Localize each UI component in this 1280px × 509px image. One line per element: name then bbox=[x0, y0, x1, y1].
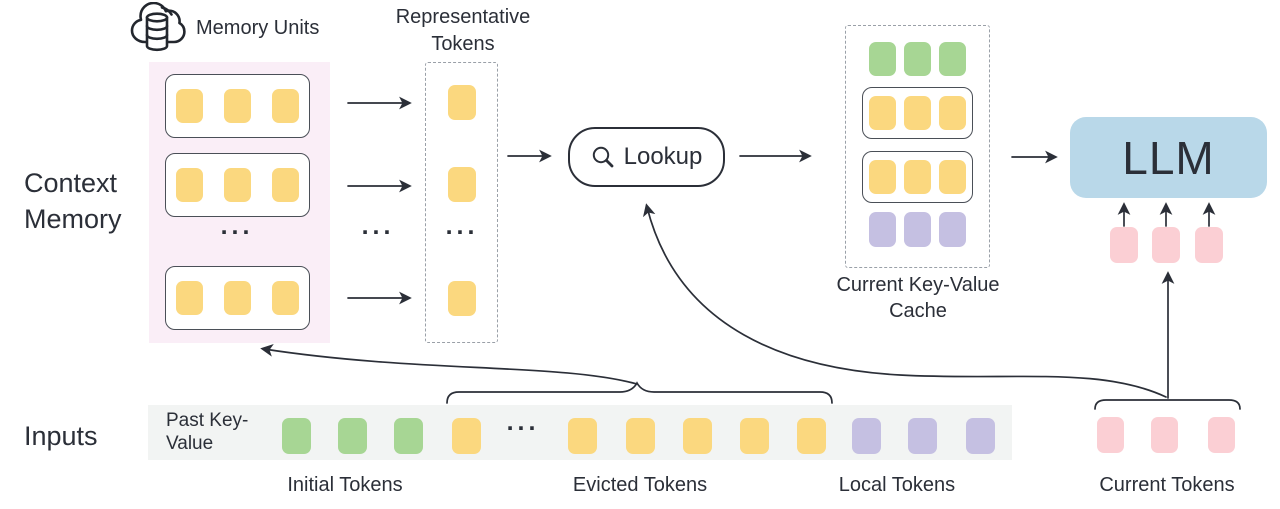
memory-unit-row bbox=[165, 74, 310, 138]
token-purple bbox=[852, 418, 881, 454]
token-green bbox=[282, 418, 311, 454]
token-pink bbox=[1195, 227, 1223, 263]
memory-unit-row bbox=[165, 153, 310, 217]
llm-box: LLM bbox=[1070, 117, 1267, 198]
token-yellow bbox=[683, 418, 712, 454]
token-pink bbox=[1110, 227, 1138, 263]
token-yellow bbox=[939, 96, 966, 130]
current-tokens-label: Current Tokens bbox=[1099, 474, 1235, 496]
lookup-label: Lookup bbox=[623, 143, 703, 170]
representative-ellipsis: ... bbox=[445, 212, 479, 240]
token-yellow bbox=[176, 89, 203, 123]
cache-row-green bbox=[862, 42, 973, 76]
token-yellow bbox=[939, 160, 966, 194]
token-yellow bbox=[448, 85, 476, 120]
token-yellow bbox=[626, 418, 655, 454]
token-yellow bbox=[869, 160, 896, 194]
local-tokens-label: Local Tokens bbox=[838, 474, 956, 496]
cache-row-purple bbox=[862, 212, 973, 247]
token-yellow bbox=[869, 96, 896, 130]
token-green bbox=[394, 418, 423, 454]
token-pink bbox=[1097, 417, 1124, 453]
lookup-button: Lookup bbox=[568, 127, 725, 187]
token-pink bbox=[1208, 417, 1235, 453]
token-yellow bbox=[904, 96, 931, 130]
past-key-value-label: Past Key-Value bbox=[166, 410, 249, 454]
token-yellow bbox=[176, 168, 203, 202]
token-pink bbox=[1151, 417, 1178, 453]
inputs-label: Inputs bbox=[24, 421, 98, 451]
token-purple bbox=[908, 418, 937, 454]
memory-unit-row bbox=[165, 266, 310, 330]
token-purple bbox=[904, 212, 931, 247]
strip-ellipsis: ... bbox=[506, 408, 540, 436]
cloud-database-icon bbox=[128, 1, 188, 56]
token-yellow bbox=[176, 281, 203, 315]
cache-row-yellow-boxed bbox=[862, 151, 973, 203]
token-green bbox=[939, 42, 966, 76]
token-purple bbox=[966, 418, 995, 454]
token-yellow bbox=[448, 167, 476, 202]
arrows-ellipsis: ... bbox=[361, 212, 395, 240]
token-yellow bbox=[452, 418, 481, 454]
llm-label: LLM bbox=[1122, 131, 1215, 184]
token-yellow bbox=[797, 418, 826, 454]
token-yellow bbox=[272, 89, 299, 123]
initial-tokens-label: Initial Tokens bbox=[287, 474, 403, 496]
token-yellow bbox=[224, 281, 251, 315]
cache-row-yellow-boxed bbox=[862, 87, 973, 139]
memory-units-label: Memory Units bbox=[196, 17, 320, 39]
token-yellow bbox=[568, 418, 597, 454]
token-yellow bbox=[448, 281, 476, 316]
token-yellow bbox=[272, 281, 299, 315]
token-green bbox=[338, 418, 367, 454]
context-memory-label: Context Memory bbox=[24, 168, 122, 234]
token-yellow bbox=[224, 89, 251, 123]
token-green bbox=[869, 42, 896, 76]
token-purple bbox=[939, 212, 966, 247]
search-icon bbox=[591, 145, 615, 169]
current-kv-cache-label: Current Key-Value Cache bbox=[836, 274, 1000, 322]
token-yellow bbox=[272, 168, 299, 202]
representative-tokens-box bbox=[425, 62, 498, 343]
token-green bbox=[904, 42, 931, 76]
evicted-tokens-label: Evicted Tokens bbox=[572, 474, 708, 496]
memory-ellipsis: ... bbox=[220, 212, 254, 240]
token-yellow bbox=[740, 418, 769, 454]
token-pink bbox=[1152, 227, 1180, 263]
token-purple bbox=[869, 212, 896, 247]
representative-tokens-label: Representative Tokens bbox=[395, 6, 531, 55]
token-yellow bbox=[904, 160, 931, 194]
token-yellow bbox=[224, 168, 251, 202]
